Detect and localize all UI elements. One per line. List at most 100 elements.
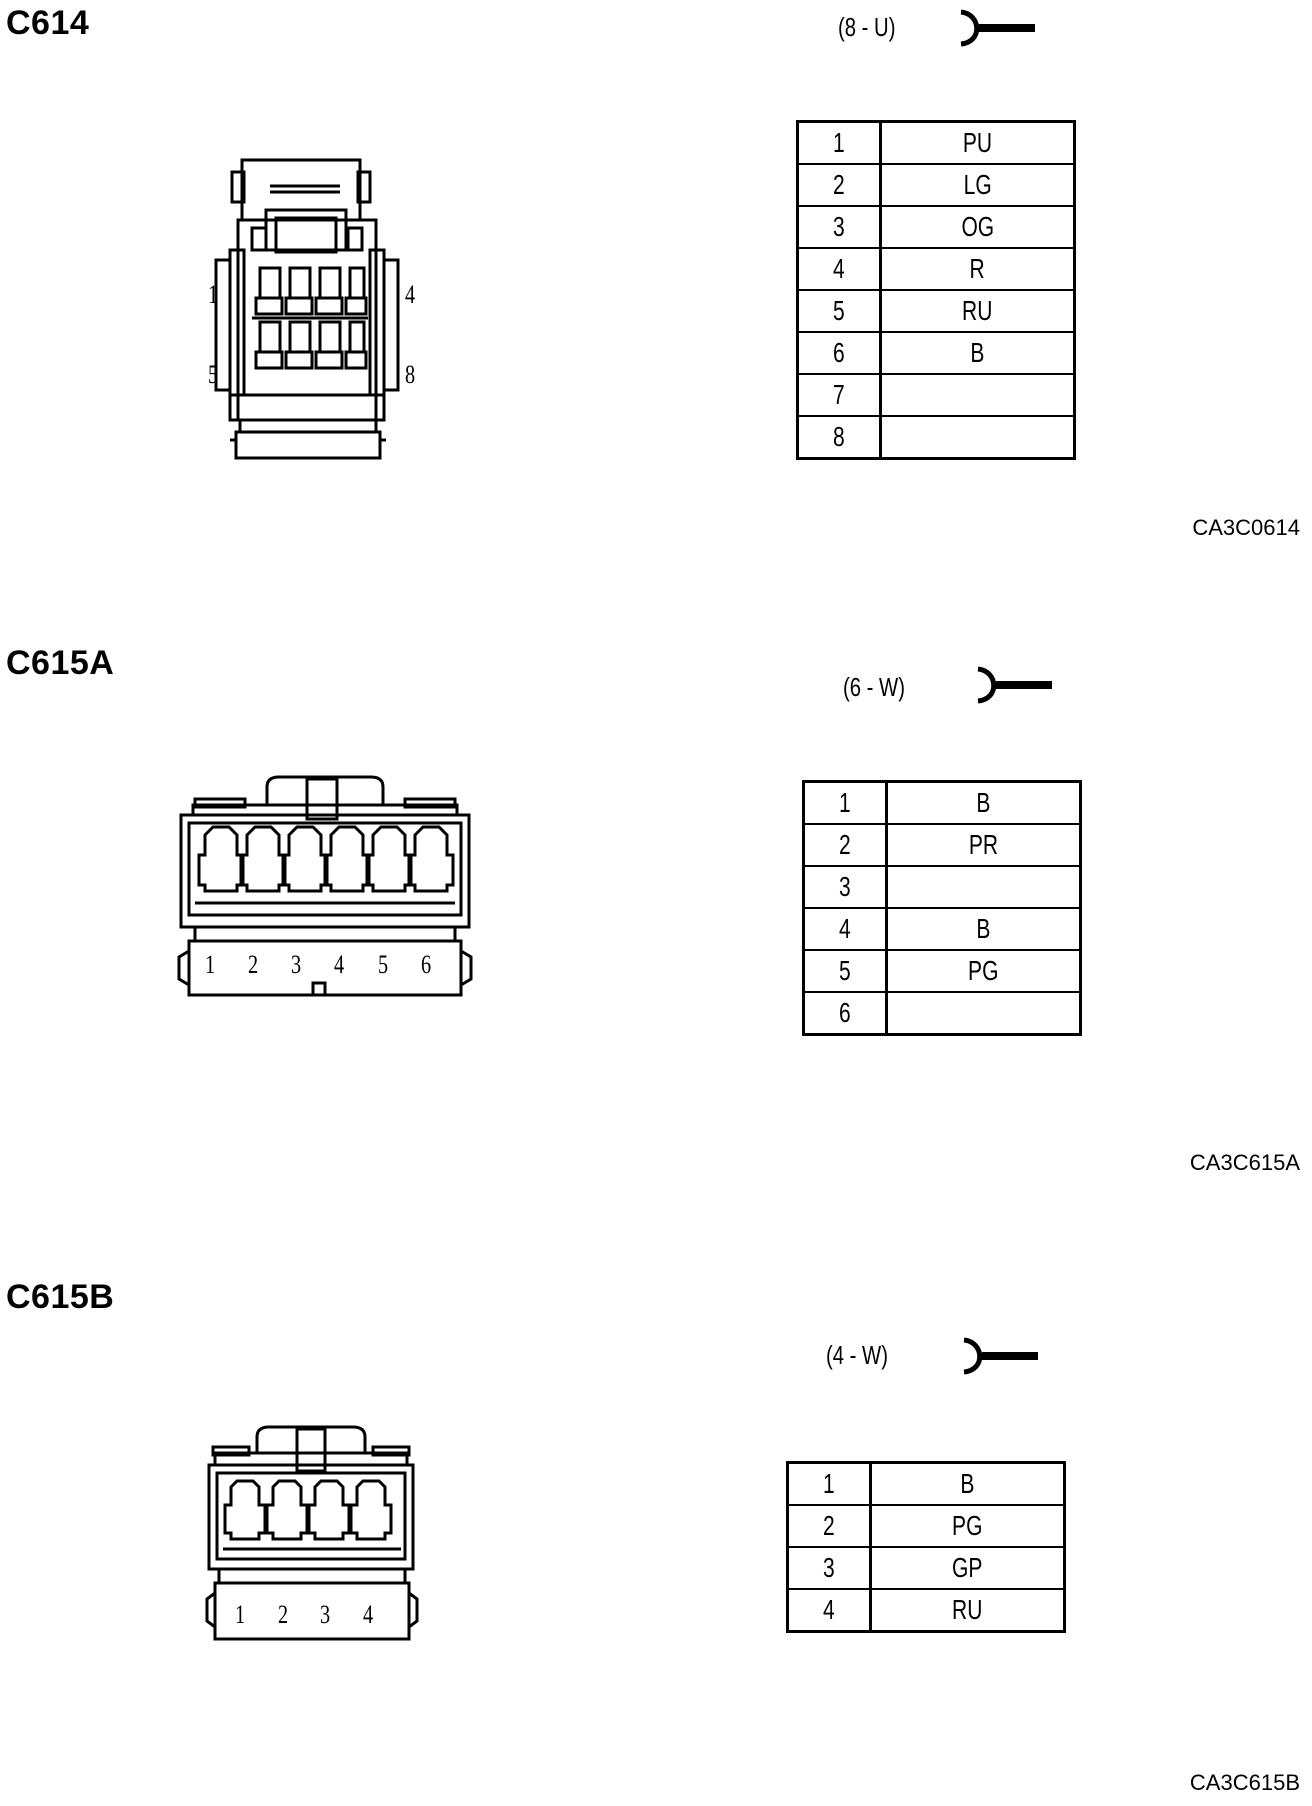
wire-color: R xyxy=(969,253,986,284)
pin-number: 5 xyxy=(833,295,845,326)
pin-number: 1 xyxy=(839,787,851,818)
pin-row: 3 OG xyxy=(796,205,1076,249)
pin-number-cell: 2 xyxy=(796,163,883,207)
pin-number-cell: 1 xyxy=(786,1461,873,1506)
pin-number: 5 xyxy=(839,955,851,986)
pin-number: 7 xyxy=(833,379,845,410)
pin-number-cell: 7 xyxy=(796,373,883,417)
face-pin-label: 5 xyxy=(378,950,389,979)
female-terminal-icon xyxy=(977,666,1052,704)
face-pin-label: 3 xyxy=(320,1600,331,1629)
pin-number-cell: 5 xyxy=(802,949,889,993)
wire-color: B xyxy=(976,787,991,818)
pin-number-cell: 2 xyxy=(802,823,889,867)
female-terminal-icon xyxy=(963,1337,1038,1375)
connector-face-c615a xyxy=(177,775,473,997)
pin-number: 2 xyxy=(823,1510,835,1541)
pin-number: 3 xyxy=(839,871,851,902)
pin-number-cell: 4 xyxy=(802,907,889,951)
face-pin-label: 6 xyxy=(421,950,432,979)
face-pin-label: 4 xyxy=(405,280,416,309)
wire-color: OG xyxy=(961,211,994,242)
face-pin-label: 4 xyxy=(363,1600,374,1629)
pin-number-cell: 8 xyxy=(796,415,883,460)
pin-number: 2 xyxy=(839,829,851,860)
face-pin-label: 1 xyxy=(205,950,216,979)
pin-row: 6 xyxy=(802,991,1082,1036)
face-pin-label: 3 xyxy=(291,950,302,979)
pin-number: 4 xyxy=(839,913,851,944)
wire-color-cell: B xyxy=(869,1461,1066,1506)
pin-number-cell: 4 xyxy=(796,247,883,291)
pin-number: 6 xyxy=(833,337,845,368)
connector-face-c615b xyxy=(205,1425,419,1641)
pin-number-cell: 1 xyxy=(796,120,883,165)
face-pin-label: 1 xyxy=(208,280,219,309)
wire-color-cell xyxy=(879,373,1076,417)
connector-spec: (8 - U) xyxy=(838,12,896,42)
pin-number-cell: 3 xyxy=(796,205,883,249)
wire-color-cell: B xyxy=(885,907,1082,951)
pin-number-cell: 3 xyxy=(786,1546,873,1590)
figure-reference: CA3C0614 xyxy=(1192,515,1300,540)
pin-number: 4 xyxy=(833,253,845,284)
wire-color: RU xyxy=(962,295,993,326)
pin-row: 4 RU xyxy=(786,1588,1066,1633)
face-pin-label: 2 xyxy=(248,950,259,979)
pin-number: 3 xyxy=(833,211,845,242)
pin-number-cell: 6 xyxy=(802,991,889,1036)
pin-number: 1 xyxy=(833,127,845,158)
wire-color-cell: R xyxy=(879,247,1076,291)
wire-color-cell: B xyxy=(879,331,1076,375)
pin-row: 5 RU xyxy=(796,289,1076,333)
figure-reference: CA3C615B xyxy=(1189,1770,1300,1795)
wire-color-cell xyxy=(885,865,1082,909)
pin-number: 3 xyxy=(823,1552,835,1583)
connector-title: C615B xyxy=(6,1278,115,1316)
wire-color: B xyxy=(970,337,985,368)
pin-number: 1 xyxy=(823,1468,835,1499)
face-pin-label: 1 xyxy=(235,1600,246,1629)
pin-number: 2 xyxy=(833,169,845,200)
connector-spec: (4 - W) xyxy=(826,1340,888,1370)
connector-title: C615A xyxy=(6,644,115,682)
wire-color-cell: OG xyxy=(879,205,1076,249)
pin-number: 4 xyxy=(823,1594,835,1625)
pin-row: 3 xyxy=(802,865,1082,909)
wire-color-cell: RU xyxy=(879,289,1076,333)
wire-color-cell: PU xyxy=(879,120,1076,165)
pin-number-cell: 5 xyxy=(796,289,883,333)
wire-color-cell: B xyxy=(885,780,1082,825)
wire-color-cell xyxy=(885,991,1082,1036)
wire-color-cell: PR xyxy=(885,823,1082,867)
wire-color-cell: LG xyxy=(879,163,1076,207)
connector-spec: (6 - W) xyxy=(843,672,905,702)
wire-color-cell: PG xyxy=(869,1504,1066,1548)
pin-number: 6 xyxy=(839,997,851,1028)
connector-face-c614 xyxy=(214,158,400,460)
pin-number: 8 xyxy=(833,421,845,452)
wire-color-cell: PG xyxy=(885,949,1082,993)
pin-row: 1 PU xyxy=(796,120,1076,165)
pin-number-cell: 1 xyxy=(802,780,889,825)
pin-number-cell: 4 xyxy=(786,1588,873,1633)
pin-row: 5 PG xyxy=(802,949,1082,993)
female-terminal-icon xyxy=(960,9,1035,47)
wire-color: RU xyxy=(952,1594,983,1625)
wire-color-cell: GP xyxy=(869,1546,1066,1590)
connector-title: C614 xyxy=(6,4,90,42)
pin-row: 3 GP xyxy=(786,1546,1066,1590)
wire-color: PG xyxy=(952,1510,983,1541)
wire-color-cell xyxy=(879,415,1076,460)
pin-row: 8 xyxy=(796,415,1076,460)
wire-color: PG xyxy=(968,955,999,986)
pin-row: 2 PR xyxy=(802,823,1082,867)
face-pin-label: 8 xyxy=(405,360,416,389)
wire-color: PU xyxy=(962,127,993,158)
wire-color: B xyxy=(976,913,991,944)
